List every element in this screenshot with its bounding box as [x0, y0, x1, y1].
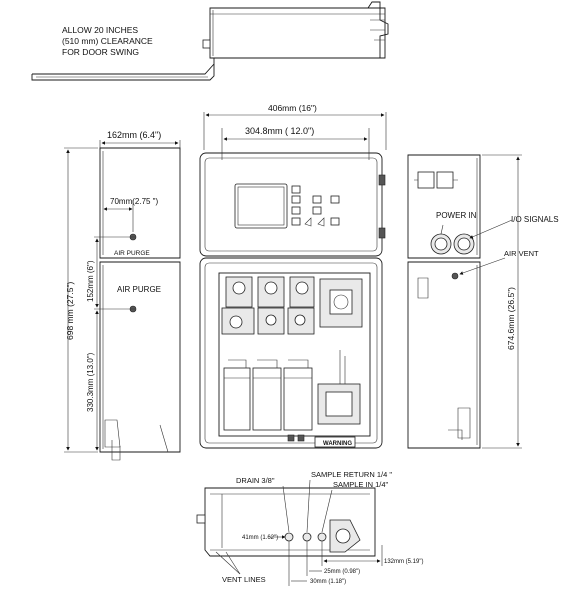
warning-label	[314, 436, 356, 448]
vent-lines-label: VENT LINES	[222, 575, 266, 584]
left-purge-spacing-label: 152mm (6")	[86, 260, 95, 302]
air-vent-label: AIR VENT	[504, 249, 539, 258]
left-height-label: 698 mm (27.5")	[65, 282, 75, 340]
sample-return-label: SAMPLE RETURN 1/4 "	[311, 470, 392, 479]
left-air-purge-upper-label: AIR PURGE	[114, 250, 150, 257]
bottom-view: DRAIN 3/8" SAMPLE RETURN 1/4 " SAMPLE IN…	[196, 470, 423, 586]
door-clearance-line-1: ALLOW 20 INCHES	[62, 25, 138, 35]
dim-30-label: 30mm (1.18")	[310, 579, 346, 585]
pumps	[221, 276, 363, 335]
sample-in-label: SAMPLE IN 1/4"	[333, 480, 389, 489]
top-view	[31, 1, 389, 81]
door-clearance-line-2: (510 mm) CLEARANCE	[62, 36, 153, 46]
left-purge-offset-label: 70mm(2.75 ")	[110, 197, 159, 206]
front-overall-width-label: 406mm (16")	[268, 103, 317, 113]
drain-label: DRAIN 3/8"	[236, 476, 275, 485]
dim-25-label: 25mm (0.98")	[324, 569, 360, 575]
left-lower-height-label: 330.3mm (13.0")	[86, 352, 95, 412]
front-view: 406mm (16") 304.8mm ( 12.0")	[199, 103, 387, 449]
warning-label-text: WARNING	[323, 441, 352, 447]
reagent-bottles	[223, 359, 313, 431]
power-in-label: POWER IN	[436, 211, 477, 220]
dim-132-label: 132mm (5.19")	[384, 559, 423, 565]
right-side-view: POWER IN I/O SIGNALS AIR VENT 674.6mm (2…	[407, 154, 559, 449]
door-clearance-line-3: FOR DOOR SWING	[62, 47, 139, 57]
left-depth-label: 162mm (6.4")	[107, 130, 161, 140]
dim-41-label: 41mm (1.62")	[242, 535, 278, 541]
left-air-purge-lower-label: AIR PURGE	[117, 285, 161, 294]
door-clearance-note: ALLOW 20 INCHES (510 mm) CLEARANCE FOR D…	[62, 25, 153, 57]
right-height-label: 674.6mm (26.5")	[506, 287, 516, 350]
io-signals-label: I/O SIGNALS	[511, 215, 559, 224]
keypad	[291, 185, 340, 227]
sensor-assembly	[317, 350, 361, 425]
front-mount-width-label: 304.8mm ( 12.0")	[245, 126, 314, 136]
left-side-view: 162mm (6.4") 70mm(2.75 ") AIR PURGE AIR …	[64, 130, 181, 461]
